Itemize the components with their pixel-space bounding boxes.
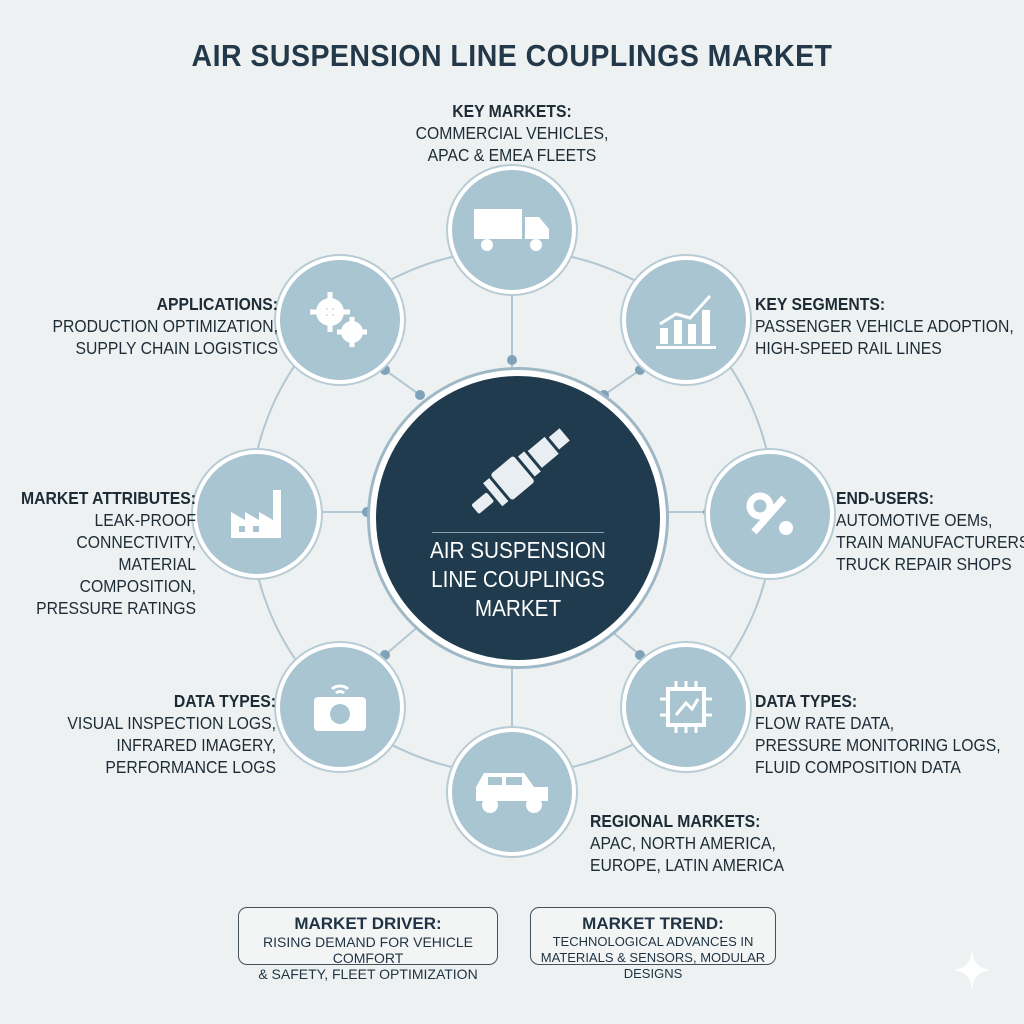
heading: APPLICATIONS:: [156, 294, 278, 314]
text: PERFORMANCE LOGS: [105, 757, 277, 777]
label-key-markets: KEY MARKETS: COMMERCIAL VEHICLES, APAC &…: [377, 100, 647, 166]
text: PRODUCTION OPTIMIZATION,: [52, 316, 278, 336]
text: PRESSURE MONITORING LOGS,: [755, 735, 1001, 755]
node-data-types-left: [276, 643, 404, 771]
heading: MARKET TREND:: [582, 914, 724, 933]
text: EUROPE, LATIN AMERICA: [590, 855, 785, 875]
text: VISUAL INSPECTION LOGS,: [67, 713, 276, 733]
center-line: LINE COUPLINGS: [431, 566, 605, 592]
divider: [432, 532, 604, 533]
text: MATERIALS & SENSORS, MODULAR DESIGNS: [540, 950, 766, 981]
gears-icon: [310, 292, 367, 347]
chip-icon: [660, 681, 712, 733]
node-market-attributes: [193, 450, 321, 578]
center-line: AIR SUSPENSION: [429, 537, 606, 563]
sparkle-icon: [952, 950, 992, 990]
text: TECHNOLOGICAL ADVANCES IN: [552, 934, 754, 949]
bar-chart-icon: [656, 294, 716, 349]
text: RISING DEMAND FOR VEHICLE COMFORT: [262, 934, 474, 966]
node-end-users: [706, 450, 834, 578]
text: TRAIN MANUFACTURERS,: [836, 532, 1024, 552]
suv-icon: [476, 773, 548, 813]
market-driver-box: MARKET DRIVER: RISING DEMAND FOR VEHICLE…: [238, 907, 498, 982]
wrench-gear-icon: [746, 492, 793, 535]
label-applications: APPLICATIONS: PRODUCTION OPTIMIZATION, S…: [28, 293, 278, 359]
heading: DATA TYPES:: [173, 691, 276, 711]
heading: MARKET ATTRIBUTES:: [21, 488, 196, 508]
text: MATERIAL COMPOSITION,: [79, 554, 196, 596]
label-data-types-left: DATA TYPES: VISUAL INSPECTION LOGS, INFR…: [28, 690, 276, 778]
heading: DATA TYPES:: [755, 691, 858, 711]
text: & SAFETY, FLEET OPTIMIZATION: [258, 966, 478, 982]
text: INFRARED IMAGERY,: [116, 735, 276, 755]
text: AUTOMOTIVE OEMs,: [836, 510, 993, 530]
heading: REGIONAL MARKETS:: [590, 811, 761, 831]
text: LEAK-PROOF CONNECTIVITY,: [76, 510, 196, 552]
truck-icon: [474, 209, 549, 251]
text: PRESSURE RATINGS: [36, 598, 196, 618]
node-data-types-right: [622, 643, 750, 771]
text: PASSENGER VEHICLE ADOPTION,: [755, 316, 1014, 336]
node-key-segments: [622, 256, 750, 384]
factory-icon: [231, 490, 281, 538]
node-regional-markets: [448, 728, 576, 856]
coupling-icon: [471, 428, 570, 514]
heading: KEY MARKETS:: [452, 101, 572, 121]
heading: END-USERS:: [836, 488, 935, 508]
camera-icon: [314, 684, 366, 731]
node-key-markets: [448, 166, 576, 294]
node-applications: [276, 256, 404, 384]
text: COMMERCIAL VEHICLES,: [415, 123, 609, 143]
label-end-users: END-USERS: AUTOMOTIVE OEMs, TRAIN MANUFA…: [836, 487, 1024, 575]
text: HIGH-SPEED RAIL LINES: [755, 338, 942, 358]
center-title: AIR SUSPENSION LINE COUPLINGS MARKET: [390, 536, 646, 623]
label-data-types-right: DATA TYPES: FLOW RATE DATA, PRESSURE MON…: [755, 690, 1024, 778]
text: APAC & EMEA FLEETS: [427, 145, 597, 165]
text: APAC, NORTH AMERICA,: [590, 833, 776, 853]
text: FLUID COMPOSITION DATA: [755, 757, 961, 777]
label-regional-markets: REGIONAL MARKETS: APAC, NORTH AMERICA, E…: [590, 810, 824, 876]
text: FLOW RATE DATA,: [755, 713, 895, 733]
page-title: AIR SUSPENSION LINE COUPLINGS MARKET: [191, 38, 833, 73]
market-trend-box: MARKET TREND: TECHNOLOGICAL ADVANCES IN …: [530, 907, 776, 981]
center-line: MARKET: [474, 595, 562, 621]
heading: KEY SEGMENTS:: [755, 294, 886, 314]
heading: MARKET DRIVER:: [294, 914, 442, 933]
label-key-segments: KEY SEGMENTS: PASSENGER VEHICLE ADOPTION…: [755, 293, 1024, 359]
label-market-attributes: MARKET ATTRIBUTES: LEAK-PROOF CONNECTIVI…: [20, 487, 196, 619]
text: TRUCK REPAIR SHOPS: [836, 554, 1012, 574]
text: SUPPLY CHAIN LOGISTICS: [75, 338, 278, 358]
center-hub: AIR SUSPENSION LINE COUPLINGS MARKET: [370, 370, 666, 666]
